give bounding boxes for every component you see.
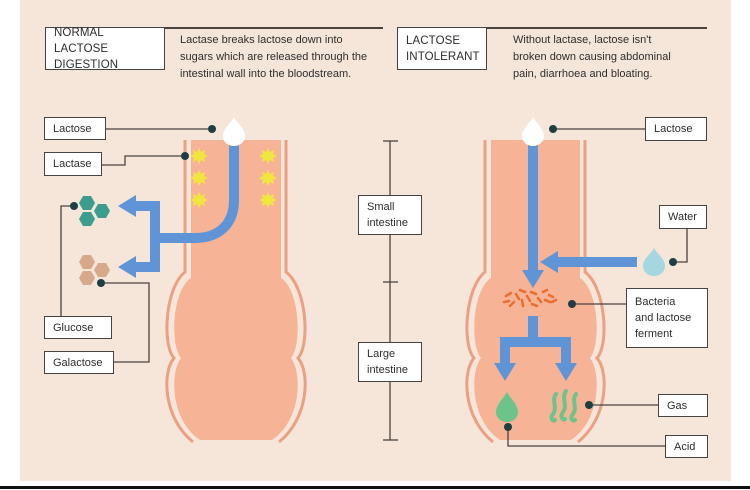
arrow-water-in	[540, 251, 558, 273]
lactase-enzyme	[259, 170, 277, 186]
description-line: intestinal wall into the bloodstream.	[180, 68, 352, 80]
gas-pointer-dot	[585, 401, 593, 409]
acid-drop-icon	[496, 392, 518, 422]
lactase-enzymes	[190, 148, 277, 208]
normal-pointer-dots	[70, 125, 216, 287]
description-line: sugars which are released through the	[180, 51, 368, 63]
glucose-molecule-icon	[79, 196, 110, 226]
acid-pointer-dot	[504, 423, 512, 431]
lactose-pointer-dot	[208, 125, 216, 133]
label-line: Large	[367, 348, 396, 360]
intolerant-intestine-wall-left	[465, 140, 494, 444]
bottom-border	[0, 486, 750, 489]
normal-intestine-wall-left	[165, 140, 194, 444]
title-line: DIGESTION	[54, 58, 119, 71]
galactose-leader	[100, 282, 150, 363]
normal-digestion-title: NORMAL LACTOSE DIGESTION	[45, 26, 165, 71]
lactase-leader	[102, 155, 185, 166]
galactose-molecule-icon	[79, 255, 110, 285]
lactose-drop-icon	[223, 117, 245, 146]
intolerant-intestine-wall-right	[577, 140, 606, 444]
label-text: Lactose	[53, 122, 92, 135]
label-galactose: Galactose	[44, 351, 114, 374]
lactose-intolerant-description: Without lactase, lactose isn't broken do…	[513, 32, 671, 83]
label-line: Bacteria	[635, 296, 676, 308]
bacteria-pointer-dot	[568, 300, 576, 308]
arrow-to-galactose	[118, 256, 136, 278]
label-text: Water	[668, 211, 697, 223]
lactose-pointer-dot-right	[549, 125, 557, 133]
title-line: INTOLERANT	[406, 50, 480, 63]
arrow-to-gas	[555, 363, 577, 381]
water-pointer-dot	[669, 258, 677, 266]
lactase-pointer-dot	[181, 152, 189, 160]
water-drop-icon	[643, 248, 665, 276]
lactose-drop-icon-right	[522, 117, 544, 146]
label-line: and lactose	[635, 312, 692, 324]
label-line: intestine	[367, 364, 408, 376]
label-water: Water	[659, 205, 707, 229]
infographic-panel	[20, 0, 731, 481]
acid-leader	[507, 427, 665, 447]
description-line: Without lactase, lactose isn't	[513, 34, 652, 46]
title-line: NORMAL LACTOSE	[54, 26, 109, 55]
label-bacteria-ferment: Bacteria and lactose ferment	[626, 288, 708, 348]
intolerant-flow-arrows	[500, 140, 637, 365]
lactase-enzyme	[259, 192, 277, 208]
label-line: ferment	[635, 328, 673, 340]
lactase-enzyme	[259, 148, 277, 164]
title-line: LACTOSE	[406, 34, 461, 47]
glucose-leader	[60, 205, 74, 316]
label-lactase: Lactase	[44, 152, 102, 176]
label-text: Lactose	[654, 123, 693, 135]
intestine-scale	[383, 140, 398, 441]
galactose-pointer-dot	[97, 279, 105, 287]
label-text: Acid	[674, 440, 696, 453]
intolerant-leader-lines	[507, 128, 688, 447]
lactase-enzyme	[190, 192, 208, 208]
label-text: Galactose	[53, 356, 103, 369]
intolerant-pointer-dots	[504, 125, 677, 431]
label-small-intestine: Small intestine	[358, 195, 422, 235]
description-line: broken down causing abdominal	[513, 51, 671, 63]
description-line: pain, diarrhoea and bloating.	[513, 68, 653, 80]
normal-intestine-wall-right	[278, 140, 307, 444]
label-line: Small	[367, 201, 395, 213]
label-lactose: Lactose	[44, 117, 106, 140]
intolerant-header-rule	[397, 27, 707, 29]
normal-header-rule	[45, 27, 383, 29]
arrow-down-to-bacteria	[522, 270, 544, 288]
label-gas: Gas	[658, 394, 708, 417]
glucose-pointer-dot	[70, 202, 78, 210]
label-large-intestine: Large intestine	[358, 342, 422, 382]
normal-intestine	[165, 140, 307, 444]
normal-digestion-description: Lactase breaks lactose down into sugars …	[180, 32, 367, 83]
label-text: Gas	[667, 399, 688, 412]
label-acid: Acid	[665, 435, 708, 458]
lactase-enzyme	[190, 170, 208, 186]
lactose-intolerant-title: LACTOSE INTOLERANT	[397, 27, 487, 70]
label-glucose: Glucose	[44, 316, 112, 339]
lactose-path	[155, 140, 239, 243]
label-lactose-intolerant-side: Lactose	[645, 117, 707, 141]
bacteria-icon	[502, 288, 558, 308]
gas-icon	[549, 389, 578, 423]
normal-intestine-fill	[174, 140, 298, 440]
label-text: Lactase	[53, 158, 92, 170]
normal-absorption-arrows	[133, 140, 239, 272]
lactase-enzyme	[190, 148, 208, 164]
arrow-to-glucose	[118, 195, 136, 217]
label-line: intestine	[367, 217, 408, 229]
description-line: Lactase breaks lactose down into	[180, 34, 343, 46]
label-text: Glucose	[53, 321, 94, 334]
water-leader	[673, 229, 688, 263]
arrow-to-acid	[494, 363, 516, 381]
normal-leader-lines	[60, 128, 212, 363]
